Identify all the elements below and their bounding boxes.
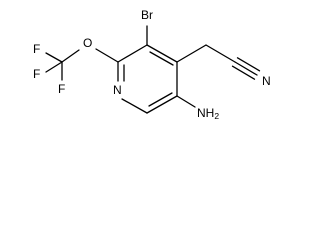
atom-label-f-bottom: F	[58, 82, 65, 96]
bond-ch2-cn	[205, 44, 236, 63]
atom-label-n-nitrile: N	[262, 74, 271, 88]
bond-c5-c6	[146, 95, 178, 114]
atom-label-f-upper: F	[33, 42, 40, 56]
bond-c4-ch2	[176, 44, 207, 63]
atom-label-nh2: NH2	[197, 106, 219, 121]
atom-label-f-lower: F	[33, 67, 40, 81]
molecule-structure: Br O N F F F N NH2	[33, 8, 271, 121]
atom-label-br: Br	[141, 8, 153, 22]
bond-c6-n1	[121, 98, 148, 114]
atom-label-nh: NH	[197, 106, 214, 120]
bond-c-f2	[45, 61, 63, 73]
bond-c3-c4	[146, 44, 178, 63]
bond-c2-o	[95, 48, 119, 63]
atom-label-o: O	[83, 36, 92, 50]
bond-c-n-triple-1	[234, 61, 258, 76]
atom-labels: Br O N F F F N NH2	[33, 8, 271, 121]
bond-c5-nh2	[176, 95, 196, 108]
bond-c3-c4-inner	[149, 51, 174, 66]
bond-c5-c6-inner	[148, 92, 173, 107]
atom-label-nh2-subscript: 2	[214, 111, 219, 121]
bond-c2-c3	[117, 44, 148, 63]
bond-c-n-triple-2	[236, 57, 261, 72]
bonds	[45, 25, 261, 114]
atom-label-n-ring: N	[113, 83, 122, 97]
bond-o-cf3	[61, 49, 80, 63]
bond-c-f1	[45, 52, 63, 63]
bond-c-n-triple-3	[231, 65, 256, 80]
